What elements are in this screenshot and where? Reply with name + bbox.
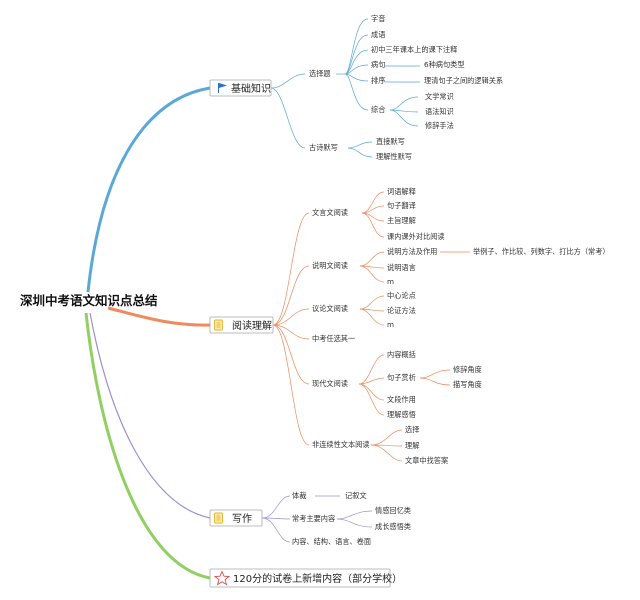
leaf-understanding-dictation[interactable]: 理解性默写 — [376, 152, 412, 161]
note-icon — [214, 512, 223, 524]
leaf-select[interactable]: 选择 — [405, 425, 419, 434]
basic-branch-node[interactable]: 基础知识 — [209, 79, 272, 97]
leaf-notes[interactable]: 初中三年课本上的课下注释 — [371, 45, 457, 54]
leaf-narrative[interactable]: 记叙文 — [345, 491, 367, 500]
branch-line-writing — [89, 312, 211, 519]
leaf-memory-type[interactable]: 情感回忆类 — [375, 506, 411, 515]
main-branches — [84, 86, 211, 580]
leaf-grammar[interactable]: 语法知识 — [425, 107, 454, 116]
writing-branch — [261, 495, 373, 543]
leaf-argument-more[interactable]: m — [387, 320, 394, 329]
new-branch-label: 120分的试卷上新增内容（部分学校） — [233, 572, 402, 585]
leaf-sick-sentence[interactable]: 病句 — [371, 60, 385, 69]
leaf-sentence-appreciate[interactable]: 句子赏析 — [387, 373, 416, 382]
leaf-order[interactable]: 排序 — [371, 76, 385, 85]
leaf-rhetoric-angle[interactable]: 修辞角度 — [453, 365, 482, 374]
leaf-rhetoric[interactable]: 修辞手法 — [425, 121, 454, 130]
note-icon — [214, 319, 223, 331]
reading-branch-label: 阅读理解 — [232, 319, 272, 332]
writing-branch-label: 写作 — [232, 513, 252, 525]
reading-branch-texts: 文言文阅读 词语解释 句子翻译 主旨理解 课内课外对比阅读 说明文阅读 说明方法… — [312, 187, 610, 465]
leaf-theme[interactable]: 主旨理解 — [387, 216, 416, 225]
leaf-expository-language[interactable]: 说明语言 — [387, 263, 416, 272]
leaf-pronunciation[interactable]: 字音 — [371, 14, 385, 23]
leaf-direct-dictation[interactable]: 直接默写 — [376, 137, 405, 146]
branch-line-reading — [107, 306, 211, 327]
leaf-compare-reading[interactable]: 课内课外对比阅读 — [387, 232, 445, 241]
leaf-idiom[interactable]: 成语 — [371, 30, 385, 39]
leaf-word-explain[interactable]: 词语解释 — [387, 187, 416, 196]
leaf-summary[interactable]: 内容概括 — [387, 350, 416, 359]
leaf-literature[interactable]: 文学常识 — [425, 92, 454, 101]
writing-aspects[interactable]: 内容、结构、语言、卷面 — [292, 537, 371, 546]
leaf-sentence-translate[interactable]: 句子翻译 — [387, 201, 416, 210]
genre[interactable]: 体裁 — [292, 491, 306, 500]
writing-branch-texts: 体裁 记叙文 常考主要内容 情感回忆类 成长感悟类 内容、结构、语言、卷面 — [292, 491, 411, 546]
star-icon — [213, 570, 231, 586]
leaf-growth-type[interactable]: 成长感悟类 — [375, 522, 411, 531]
leaf-central-argument[interactable]: 中心论点 — [387, 291, 416, 300]
leaf-understand[interactable]: 理解 — [405, 441, 419, 450]
leaf-paragraph-role[interactable]: 文段作用 — [387, 395, 416, 404]
new-branch-node[interactable]: 120分的试卷上新增内容（部分学校） — [209, 568, 402, 588]
leaf-description-angle[interactable]: 描写角度 — [453, 380, 482, 389]
leaf-method-list[interactable]: 举例子、作比较、列数字、打比方（常考） — [473, 247, 610, 256]
common-content[interactable]: 常考主要内容 — [292, 514, 335, 523]
flag-icon — [218, 83, 227, 93]
poem-dictation[interactable]: 古诗默写 — [309, 143, 338, 152]
choice-question[interactable]: 选择题 — [309, 69, 331, 78]
leaf-general[interactable]: 综合 — [371, 105, 385, 114]
modern-reading[interactable]: 现代文阅读 — [312, 379, 348, 388]
leaf-expository-more[interactable]: m — [387, 277, 394, 286]
argument-reading[interactable]: 议论文阅读 — [312, 304, 348, 313]
reading-branch — [272, 191, 470, 462]
leaf-understanding-feeling[interactable]: 理解感悟 — [387, 410, 416, 419]
leaf-argument-method[interactable]: 论证方法 — [387, 306, 416, 315]
leaf-method[interactable]: 说明方法及作用 — [387, 247, 437, 256]
classical-reading[interactable]: 文言文阅读 — [312, 208, 348, 217]
leaf-order-logic[interactable]: 理清句子之间的逻辑关系 — [424, 76, 503, 85]
pick-one[interactable]: 中考任选其一 — [312, 334, 355, 343]
writing-branch-node[interactable]: 写作 — [209, 509, 263, 527]
basic-branch-texts: 选择题 字音 成语 初中三年课本上的课下注释 病句 6种病句类型 排序 理清句子… — [309, 14, 503, 161]
root-title: 深圳中考语文知识点总结 — [20, 293, 158, 308]
noncontinuous-reading[interactable]: 非连续性文本阅读 — [312, 440, 370, 449]
basic-branch-label: 基础知识 — [231, 82, 271, 95]
expository-reading[interactable]: 说明文阅读 — [312, 261, 348, 270]
reading-branch-node[interactable]: 阅读理解 — [209, 316, 274, 334]
branch-line-basic — [86, 86, 211, 293]
basic-branch — [270, 18, 420, 158]
branch-line-new — [84, 312, 211, 580]
leaf-find-answer[interactable]: 文章中找答案 — [405, 456, 448, 465]
leaf-sick-types[interactable]: 6种病句类型 — [424, 60, 465, 69]
